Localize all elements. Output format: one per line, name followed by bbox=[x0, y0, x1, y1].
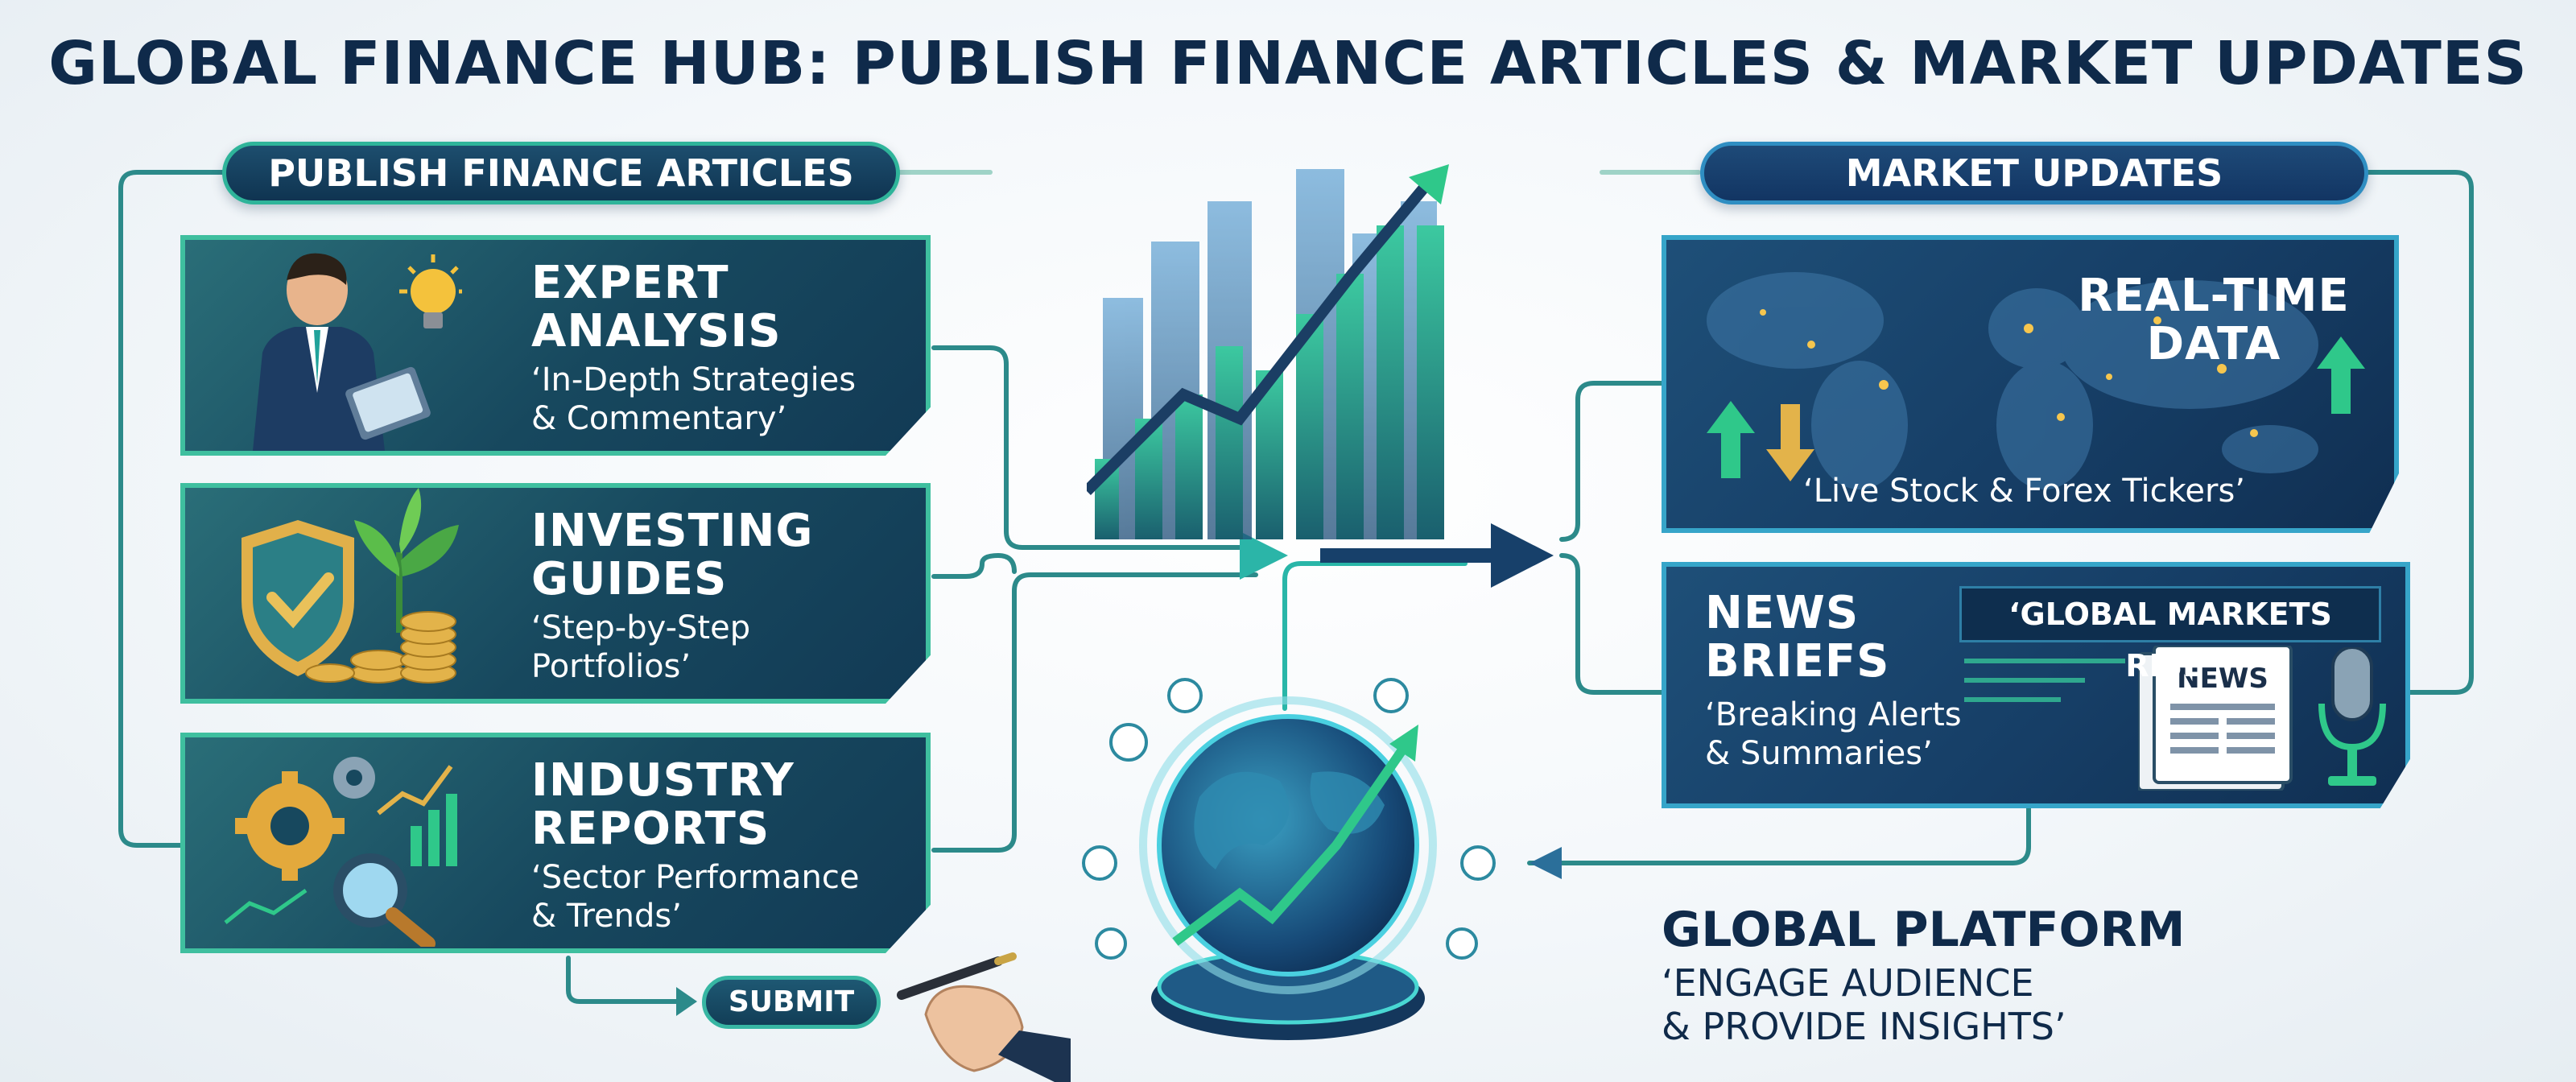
arrow-up-icon bbox=[1707, 401, 1755, 478]
page-title: GLOBAL FINANCE HUB: PUBLISH FINANCE ARTI… bbox=[48, 29, 2528, 98]
gears-magnifier-chart-icon bbox=[224, 757, 457, 947]
shield-plant-coins-icon bbox=[242, 488, 459, 683]
submit-button[interactable]: SUBMIT bbox=[702, 976, 881, 1029]
analyst-with-lightbulb-icon bbox=[253, 253, 462, 451]
headline-banner: ‘GLOBAL MARKETS RISE’ bbox=[1959, 586, 2381, 683]
card-subtitle: ‘Live Stock & Forex Tickers’ bbox=[1803, 473, 2246, 510]
arrow-down-icon bbox=[1766, 404, 1814, 481]
city-skyline-growth-icon bbox=[1087, 164, 1449, 539]
arrow-up-icon bbox=[2317, 337, 2365, 414]
card-subtitle: ‘Sector Performance& Trends’ bbox=[531, 859, 860, 935]
globe-platform-icon bbox=[1082, 678, 1496, 1040]
headline-lines-icon bbox=[1964, 659, 2125, 702]
platform-title: GLOBAL PLATFORM bbox=[1662, 902, 2186, 958]
world-map-icon bbox=[1707, 272, 2318, 489]
newspaper-label: NEWS bbox=[2177, 663, 2268, 695]
hand-pen-icon bbox=[897, 952, 1071, 1082]
microphone-icon bbox=[2318, 647, 2386, 786]
publish-articles-header: PUBLISH FINANCE ARTICLES bbox=[222, 142, 900, 204]
card-subtitle: ‘Breaking Alerts& Summaries’ bbox=[1705, 696, 1962, 772]
platform-subtitle: ‘ENGAGE AUDIENCE& PROVIDE INSIGHTS’ bbox=[1662, 961, 2066, 1048]
market-updates-header: MARKET UPDATES bbox=[1700, 142, 2368, 204]
newspaper-icon: NEWS bbox=[2138, 646, 2293, 791]
card-subtitle: ‘In-Depth Strategies& Commentary’ bbox=[531, 361, 857, 437]
